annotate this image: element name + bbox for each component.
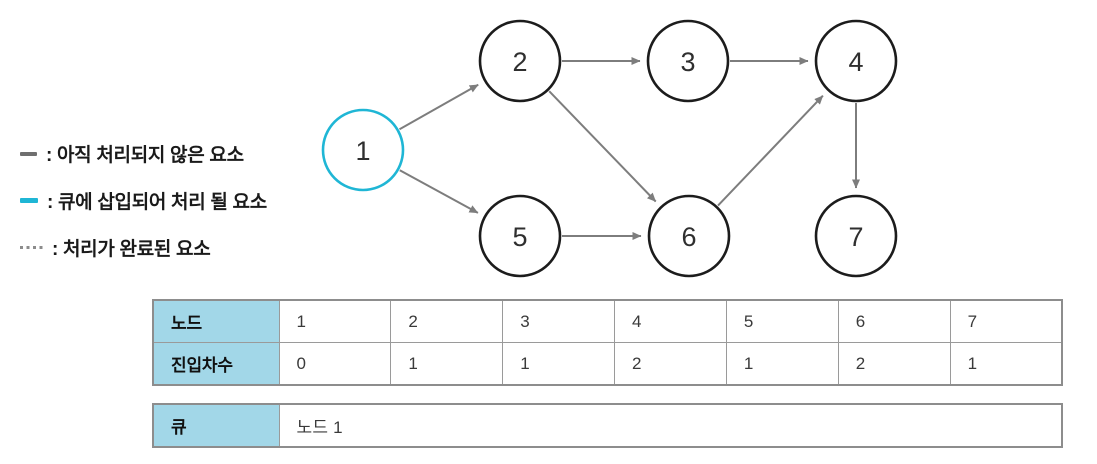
graph-node-6	[647, 194, 731, 278]
node-cell: 7	[949, 299, 1063, 343]
indegree-cell: 1	[390, 342, 504, 386]
graph-node-5	[478, 194, 562, 278]
node-cell: 1	[278, 299, 392, 343]
edge-6-to-4	[717, 95, 824, 207]
dotted-line-swatch-icon	[20, 246, 43, 249]
graph-node-label-2: 2	[512, 47, 527, 77]
node-cell: 4	[614, 299, 727, 343]
graph-node-4	[814, 19, 898, 103]
node-row: 노드 1 2 3 4 5 6 7	[152, 299, 1063, 343]
indegree-cell: 1	[502, 342, 616, 386]
graph-node-7	[814, 194, 898, 278]
graph-node-3	[646, 19, 730, 103]
edge-1-to-5	[399, 169, 479, 214]
node-cell: 6	[837, 299, 951, 343]
indegree-cell: 1	[949, 342, 1063, 386]
graph-svg: 1 2 3 4 5 6 7	[321, 19, 898, 278]
edge-2-to-6	[548, 90, 657, 203]
graph-node-label-5: 5	[512, 222, 527, 252]
graph-node-label-7: 7	[848, 222, 863, 252]
graph-node-1	[321, 108, 405, 192]
gray-line-swatch-icon	[20, 151, 37, 156]
queue-value-cell: 노드 1	[278, 403, 1063, 448]
cyan-line-swatch-icon	[20, 198, 38, 203]
legend-item-unprocessed: : 아직 처리되지 않은 요소	[20, 141, 267, 166]
indegree-cell: 2	[614, 342, 727, 386]
indegree-row-header: 진입차수	[152, 342, 280, 386]
graph-node-label-4: 4	[848, 47, 863, 77]
legend-item-queued: : 큐에 삽입되어 처리 될 요소	[20, 188, 267, 213]
node-cell: 5	[725, 299, 839, 343]
graph-node-label-3: 3	[680, 47, 695, 77]
indegree-cell: 0	[278, 342, 392, 386]
graph-edges	[399, 57, 860, 240]
indegree-cell: 1	[725, 342, 839, 386]
indegree-cell: 2	[837, 342, 951, 386]
queue-table: 큐 노드 1	[152, 403, 1063, 448]
edge-1-to-2	[399, 83, 479, 131]
legend-label-queued: : 큐에 삽입되어 처리 될 요소	[47, 192, 267, 213]
node-row-header: 노드	[152, 299, 280, 343]
legend-item-done: : 처리가 완료된 요소	[20, 235, 267, 260]
indegree-table: 노드 1 2 3 4 5 6 7 진입차수 0 1 1 2 1 2 1	[152, 299, 1063, 386]
graph-node-label-6: 6	[681, 222, 696, 252]
graph-nodes: 1 2 3 4 5 6 7	[321, 19, 898, 278]
queue-row-header: 큐	[152, 403, 280, 448]
legend: : 아직 처리되지 않은 요소 : 큐에 삽입되어 처리 될 요소 : 처리가 …	[20, 141, 267, 260]
queue-row: 큐 노드 1	[152, 403, 1063, 448]
graph-node-2	[478, 19, 562, 103]
node-cell: 2	[390, 299, 504, 343]
legend-label-unprocessed: : 아직 처리되지 않은 요소	[46, 145, 244, 166]
node-cell: 3	[502, 299, 616, 343]
legend-label-done: : 처리가 완료된 요소	[52, 239, 211, 260]
graph-node-label-1: 1	[355, 136, 370, 166]
indegree-row: 진입차수 0 1 1 2 1 2 1	[152, 342, 1063, 386]
